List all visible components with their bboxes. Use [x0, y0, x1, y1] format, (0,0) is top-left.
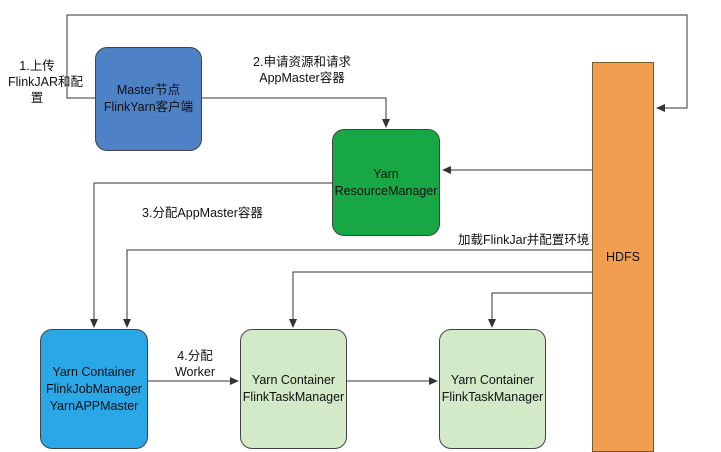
resource-manager-node: Yarn ResourceManager [332, 129, 440, 236]
resource-manager-line-2: ResourceManager [334, 183, 438, 198]
edge-request [202, 97, 390, 128]
diagram-edges [66, 14, 688, 385]
load-label: 加载FlinkJar并配置环境 [458, 233, 590, 247]
request-label: 2.申请资源和请求 AppMaster容器 [236, 54, 368, 86]
task-manager-node-2: Yarn Container FlinkTaskManager [439, 329, 546, 449]
task-manager-2-line-2: FlinkTaskManager [441, 390, 544, 404]
master-node-line-2: FlinkYarn客户端 [103, 100, 194, 114]
edge-hdfs-to-tm2 [488, 292, 592, 328]
job-manager-line-1: Yarn Container [52, 364, 136, 379]
upload-label-line-3: 置 [30, 91, 44, 105]
allocate-worker-label-line-2: Worker [174, 365, 216, 379]
edge-upload [66, 14, 688, 112]
task-manager-1-line-2: FlinkTaskManager [242, 390, 345, 404]
edge-hdfs-to-tm1 [289, 271, 592, 328]
job-manager-line-2: FlinkJobManager [46, 381, 142, 396]
job-manager-node: Yarn Container FlinkJobManager YarnAPPMa… [40, 329, 148, 449]
upload-label-line-1: 1.上传 [19, 59, 55, 73]
edge-allocate-master [90, 182, 332, 328]
edge-load [123, 249, 592, 328]
resource-manager-line-1: Yarn [373, 166, 399, 181]
allocate-master-label: 3.分配AppMaster容器 [142, 206, 263, 220]
request-label-line-1: 2.申请资源和请求 [253, 55, 351, 69]
task-manager-1-line-1: Yarn Container [251, 373, 336, 387]
upload-label: 1.上传 FlinkJAR和配 置 [8, 58, 84, 106]
allocate-worker-label: 4.分配 Worker [170, 348, 220, 380]
upload-label-line-2: FlinkJAR和配 [8, 75, 84, 89]
task-manager-2-line-1: Yarn Container [450, 373, 535, 387]
master-node: Master节点 FlinkYarn客户端 [95, 47, 202, 151]
task-manager-node-1: Yarn Container FlinkTaskManager [240, 329, 347, 449]
master-node-line-1: Master节点 [116, 83, 181, 97]
hdfs-label: HDFS [605, 249, 641, 264]
job-manager-line-3: YarnAPPMaster [49, 398, 139, 413]
request-label-line-2: AppMaster容器 [259, 71, 345, 85]
allocate-worker-label-line-1: 4.分配 [177, 349, 213, 363]
hdfs-node: HDFS [592, 62, 654, 452]
